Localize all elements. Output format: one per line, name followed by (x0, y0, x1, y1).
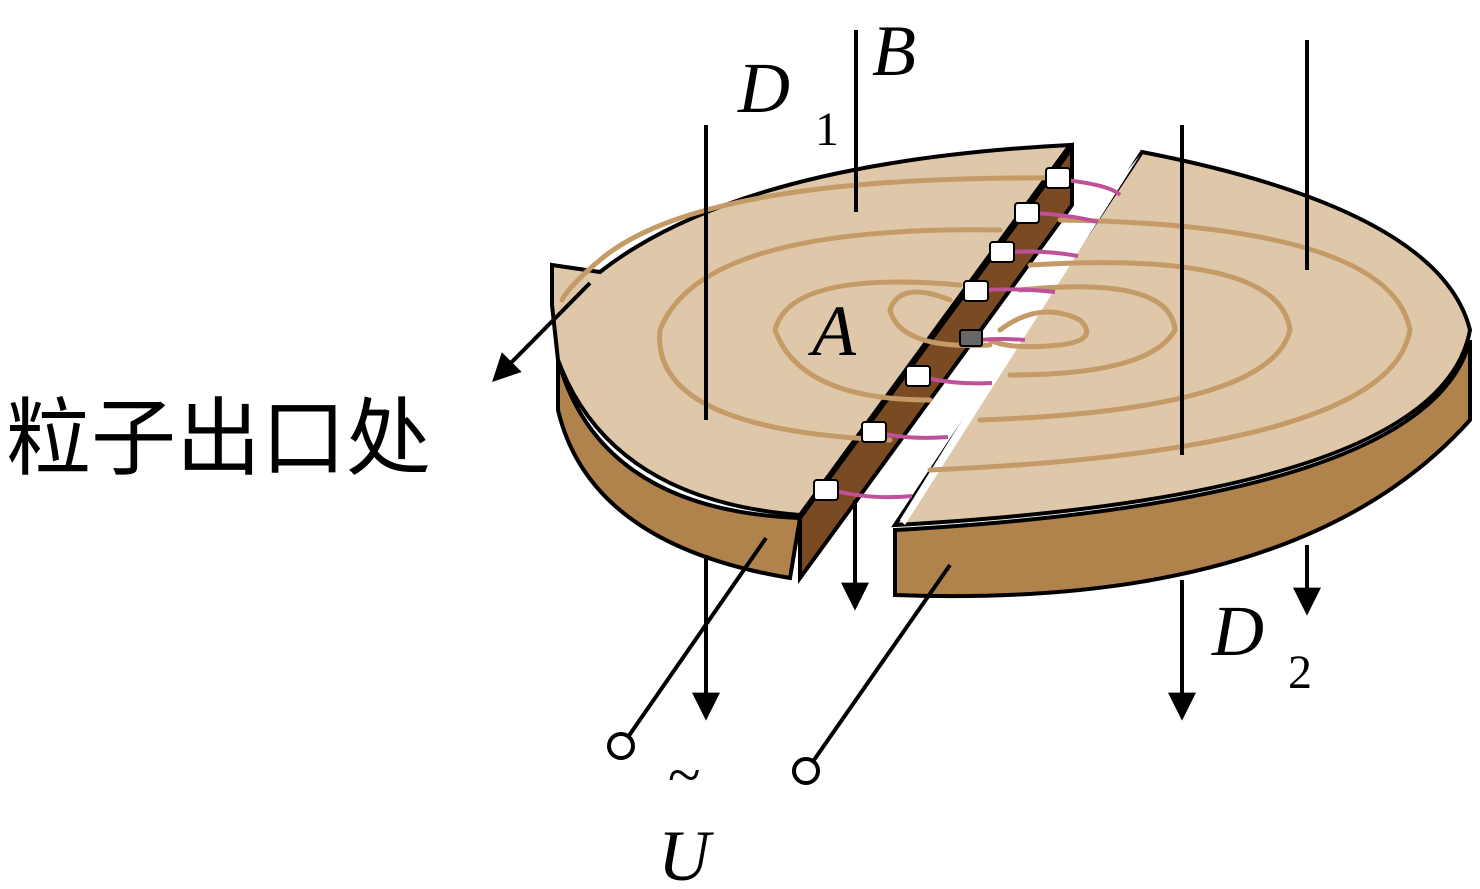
terminal-left (607, 732, 635, 760)
power-leads (607, 536, 952, 785)
d1-top-face (550, 142, 1075, 518)
label-d2-sub: 2 (1288, 646, 1312, 699)
label-d1-main: D (737, 48, 790, 128)
label-d1-sub: 1 (815, 103, 839, 156)
d2-side-face (893, 339, 1472, 599)
label-d2-main: D (1211, 591, 1264, 671)
label-particle-exit: 粒子出口处 (6, 390, 431, 489)
d1-side-face (556, 359, 803, 581)
exit-arrow (492, 281, 592, 382)
electrodes (813, 167, 1071, 501)
label-u: U (658, 816, 714, 889)
field-lines (692, 30, 1321, 721)
spiral-path (559, 175, 1413, 473)
terminal-right (792, 757, 820, 785)
label-tilde: ~ (668, 742, 700, 808)
label-a: A (808, 291, 857, 371)
label-b: B (872, 11, 916, 91)
